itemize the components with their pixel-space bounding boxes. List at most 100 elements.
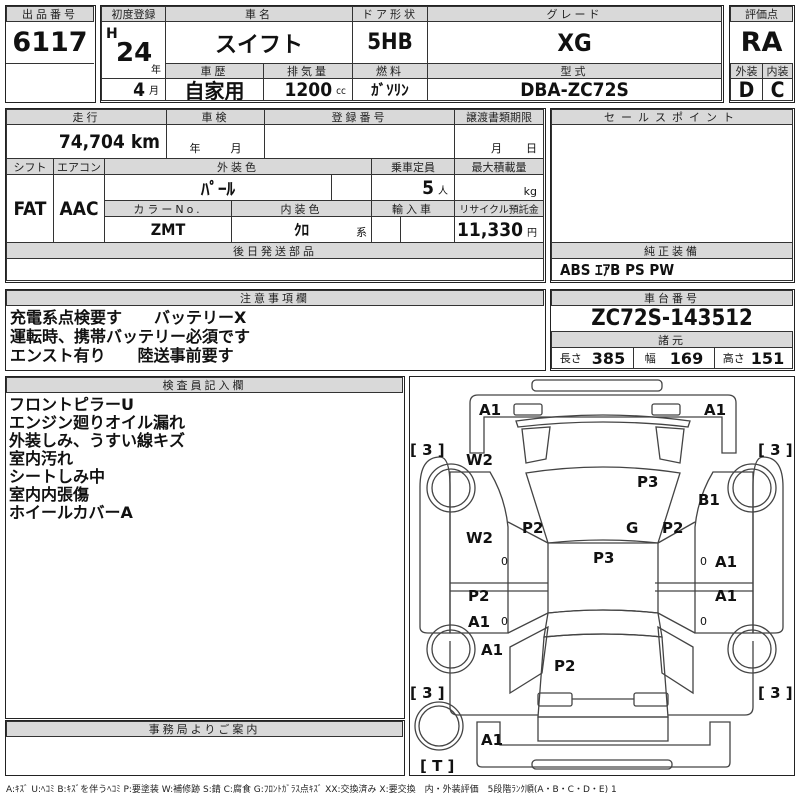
inspection-date: 年月 <box>166 124 265 159</box>
inspector-line: シートしみ中 <box>9 467 106 486</box>
grade: XG <box>427 21 722 64</box>
ext-color-extra <box>331 174 372 201</box>
damage-mark: [ 3 ] <box>410 441 445 459</box>
car-name: スイフト <box>165 21 353 64</box>
sales-point <box>551 124 793 243</box>
specs-label: 諸元 <box>551 331 793 348</box>
color-no: ZMT <box>104 216 232 243</box>
inspector-line: 外装しみ、うすい線キズ <box>9 431 186 450</box>
zero-mark: 0 <box>700 615 707 628</box>
int-color-value: ｸﾛ <box>293 221 309 239</box>
grade-label: グレード <box>427 6 722 22</box>
caution-line: 充電系点検要す バッテリーX <box>10 308 247 327</box>
damage-mark: [ 3 ] <box>758 441 793 459</box>
lot-empty <box>6 63 94 101</box>
era: H <box>106 26 118 42</box>
inspector-line: 室内汚れ <box>9 449 74 468</box>
displacement-label: 排気量 <box>263 63 353 79</box>
damage-mark: A1 <box>715 553 737 571</box>
lot-label: 出品番号 <box>6 6 94 22</box>
inspection-year-unit: 年 <box>189 142 201 155</box>
transfer-date: 月日 <box>454 124 544 159</box>
aircon-label: エアコン <box>53 158 105 175</box>
cc-unit: cc <box>336 86 346 97</box>
year-unit: 年 <box>151 65 161 76</box>
damage-mark: W2 <box>466 451 493 469</box>
color-no-label: カラーNo. <box>104 200 232 217</box>
damage-mark: [ T ] <box>420 757 454 774</box>
capacity-unit: 人 <box>438 186 448 197</box>
aircon: AAC <box>53 174 105 243</box>
year: 24 <box>116 38 153 68</box>
int-color-unit: 系 <box>356 226 367 239</box>
door-type: 5HB <box>352 21 428 64</box>
score-value: RA <box>740 27 783 58</box>
transfer-day-unit: 日 <box>526 142 537 155</box>
damage-mark: W2 <box>466 529 493 547</box>
km-unit: km <box>130 130 160 153</box>
transfer-month-unit: 月 <box>491 142 502 155</box>
inspector-box: 検査員記入欄 フロントピラーU エンジン廻りオイル漏れ 外装しみ、うすい線キズ … <box>5 376 405 719</box>
recycle-value: 11,330 <box>457 218 523 241</box>
history: 自家用 <box>165 78 264 101</box>
later-parts-label: 後日発送部品 <box>6 242 544 259</box>
int-score-label: 内装 <box>762 63 793 79</box>
ext-color-label: 外装色 <box>104 158 372 175</box>
shift-label: シフト <box>6 158 54 175</box>
spec-length: 長さ 385 <box>551 347 634 369</box>
damage-mark: P2 <box>662 519 683 537</box>
month-unit: 月 <box>149 86 159 97</box>
recycle: 11,330 円 <box>454 216 544 243</box>
score-label: 評価点 <box>730 6 793 22</box>
mileage-value: 74,704 <box>58 130 125 153</box>
sales-point-label: セールスポイント <box>551 109 793 125</box>
model-code: DBA-ZC72S <box>427 78 722 101</box>
damage-mark: G <box>626 519 638 537</box>
equipment: ABS ｴｱB PS PW <box>551 258 793 281</box>
later-parts <box>6 258 544 281</box>
yen-unit: 円 <box>527 228 537 239</box>
first-reg-year: H 24 年 <box>101 21 166 79</box>
damage-diagram: A1 A1 [ 3 ] [ 3 ] W2 P3 B1 P2 G P2 W2 P3… <box>409 376 795 776</box>
length-value: 385 <box>591 348 626 368</box>
caution-line: エンスト有り 陸送事前要す <box>10 346 234 365</box>
damage-mark: P2 <box>468 587 489 605</box>
max-load-label: 最大積載量 <box>454 158 544 175</box>
fuel-label: 燃料 <box>352 63 428 79</box>
shift: FAT <box>6 174 54 243</box>
damage-mark: B1 <box>698 491 720 509</box>
model-label: 型式 <box>427 63 722 79</box>
width-label: 幅 <box>644 352 656 365</box>
door-label: ドア形状 <box>352 6 428 22</box>
int-score: C <box>762 78 793 101</box>
chassis-number: ZC72S-143512 <box>591 306 753 331</box>
int-color: ｸﾛ 系 <box>231 216 372 243</box>
int-color-label: 内装色 <box>231 200 372 217</box>
office-label: 事務局よりご案内 <box>6 721 403 737</box>
score-box: 評価点 RA 外装 内装 D C <box>729 5 795 103</box>
height-value: 151 <box>750 348 785 368</box>
office-box: 事務局よりご案内 <box>5 720 405 776</box>
ext-score-label: 外装 <box>730 63 763 79</box>
damage-mark: P2 <box>554 657 575 675</box>
import-b <box>400 216 455 243</box>
inspector-line: ホイールカバーA <box>9 503 133 522</box>
length-label: 長さ <box>559 352 582 365</box>
height-label: 高さ <box>722 352 745 365</box>
ext-score: D <box>730 78 763 101</box>
inspection-month-unit: 月 <box>230 142 242 155</box>
caution-line: 運転時、携帯バッテリー必須です <box>10 327 251 346</box>
damage-mark: A1 <box>479 401 501 419</box>
damage-mark: [ 3 ] <box>410 684 445 702</box>
lot-box: 出品番号 6117 <box>5 5 96 103</box>
chassis-label: 車台番号 <box>551 290 793 306</box>
spec-height: 高さ 151 <box>714 347 793 369</box>
equipment-label: 純正装備 <box>551 242 793 259</box>
damage-mark: P3 <box>593 549 614 567</box>
